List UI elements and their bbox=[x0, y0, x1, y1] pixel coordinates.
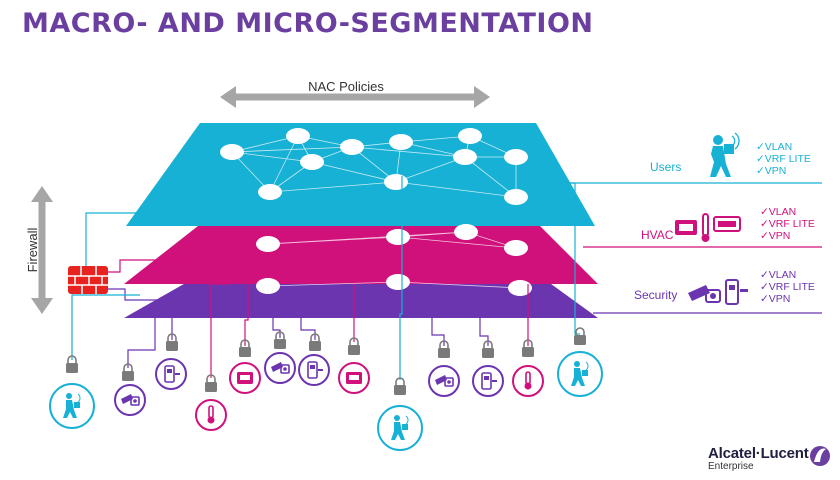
device-thermometer bbox=[512, 365, 544, 397]
users-layer-plane bbox=[126, 123, 595, 226]
lock-icon bbox=[122, 363, 134, 381]
mesh-node bbox=[258, 184, 282, 200]
mesh-node bbox=[384, 174, 408, 190]
lock-icon bbox=[394, 377, 406, 395]
device-badge-reader bbox=[298, 354, 330, 386]
lock-icon bbox=[166, 333, 178, 351]
security-layer-icons bbox=[688, 279, 748, 305]
hvac-layer-icons bbox=[675, 213, 741, 242]
lock-icon bbox=[482, 340, 494, 358]
mesh-node bbox=[454, 224, 478, 240]
security-feature-vpn: ✓VPN bbox=[760, 293, 790, 305]
users-feature-vpn: ✓VPN bbox=[756, 165, 786, 177]
lock-icon bbox=[438, 340, 450, 358]
nac-policies-arrow bbox=[220, 86, 490, 108]
security-layer-plane bbox=[124, 276, 598, 318]
device-user bbox=[557, 351, 603, 397]
device-user bbox=[377, 405, 423, 451]
mesh-node bbox=[256, 236, 280, 252]
brand-subtitle: Enterprise bbox=[708, 461, 754, 472]
device-camera bbox=[428, 365, 460, 397]
device-thermometer bbox=[195, 399, 227, 431]
security-layer-label: Security bbox=[634, 288, 677, 302]
users-feature-vrf: ✓VRF LITE bbox=[756, 153, 811, 165]
mesh-node bbox=[504, 240, 528, 256]
mesh-node bbox=[386, 229, 410, 245]
mesh-node bbox=[458, 128, 482, 144]
layer-connectors bbox=[565, 182, 822, 314]
security-feature-vrf: ✓VRF LITE bbox=[760, 281, 815, 293]
page-title: MACRO- AND MICRO-SEGMENTATION bbox=[22, 8, 594, 39]
mesh-node bbox=[508, 280, 532, 296]
device-user bbox=[49, 383, 95, 429]
hvac-layer-label: HVAC bbox=[641, 228, 674, 242]
device-badge-reader bbox=[155, 358, 187, 390]
lock-icon bbox=[274, 331, 286, 349]
mesh-node bbox=[256, 278, 280, 294]
firewall-arrow bbox=[31, 186, 53, 314]
device-thermostat bbox=[229, 362, 261, 394]
mesh-node bbox=[504, 149, 528, 165]
mesh-node bbox=[340, 139, 364, 155]
users-layer-label: Users bbox=[650, 160, 681, 174]
hvac-layer-plane bbox=[124, 226, 598, 284]
security-feature-vlan: ✓VLAN bbox=[760, 269, 796, 281]
locks bbox=[66, 327, 586, 395]
lock-icon bbox=[205, 374, 217, 392]
device-camera bbox=[114, 384, 146, 416]
nac-policies-label: NAC Policies bbox=[308, 79, 384, 94]
firewall-label: Firewall bbox=[25, 228, 40, 273]
device-camera bbox=[264, 352, 296, 384]
device-badge-reader bbox=[472, 365, 504, 397]
mesh-node bbox=[220, 144, 244, 160]
mesh-node bbox=[286, 128, 310, 144]
brand: Alcatel·Lucent Enterprise bbox=[708, 445, 809, 472]
users-layer-icons bbox=[710, 132, 740, 177]
lock-icon bbox=[309, 333, 321, 351]
mesh-node bbox=[389, 134, 413, 150]
hvac-feature-vlan: ✓VLAN bbox=[760, 206, 796, 218]
mesh-nodes bbox=[220, 128, 532, 296]
mesh-node bbox=[386, 274, 410, 290]
firewall-icon bbox=[68, 266, 108, 294]
mesh-node bbox=[453, 149, 477, 165]
mesh-node bbox=[300, 154, 324, 170]
users-feature-vlan: ✓VLAN bbox=[756, 141, 792, 153]
mesh-node bbox=[504, 189, 528, 205]
lock-icon bbox=[522, 339, 534, 357]
hvac-feature-vrf: ✓VRF LITE bbox=[760, 218, 815, 230]
alcatel-lucent-logo-icon bbox=[810, 446, 830, 466]
brand-name: Alcatel·Lucent bbox=[708, 445, 809, 462]
lock-icon bbox=[574, 327, 586, 345]
hvac-feature-vpn: ✓VPN bbox=[760, 230, 790, 242]
lock-icon bbox=[66, 355, 78, 373]
lock-icon bbox=[348, 337, 360, 355]
lock-icon bbox=[239, 339, 251, 357]
device-thermostat bbox=[338, 362, 370, 394]
